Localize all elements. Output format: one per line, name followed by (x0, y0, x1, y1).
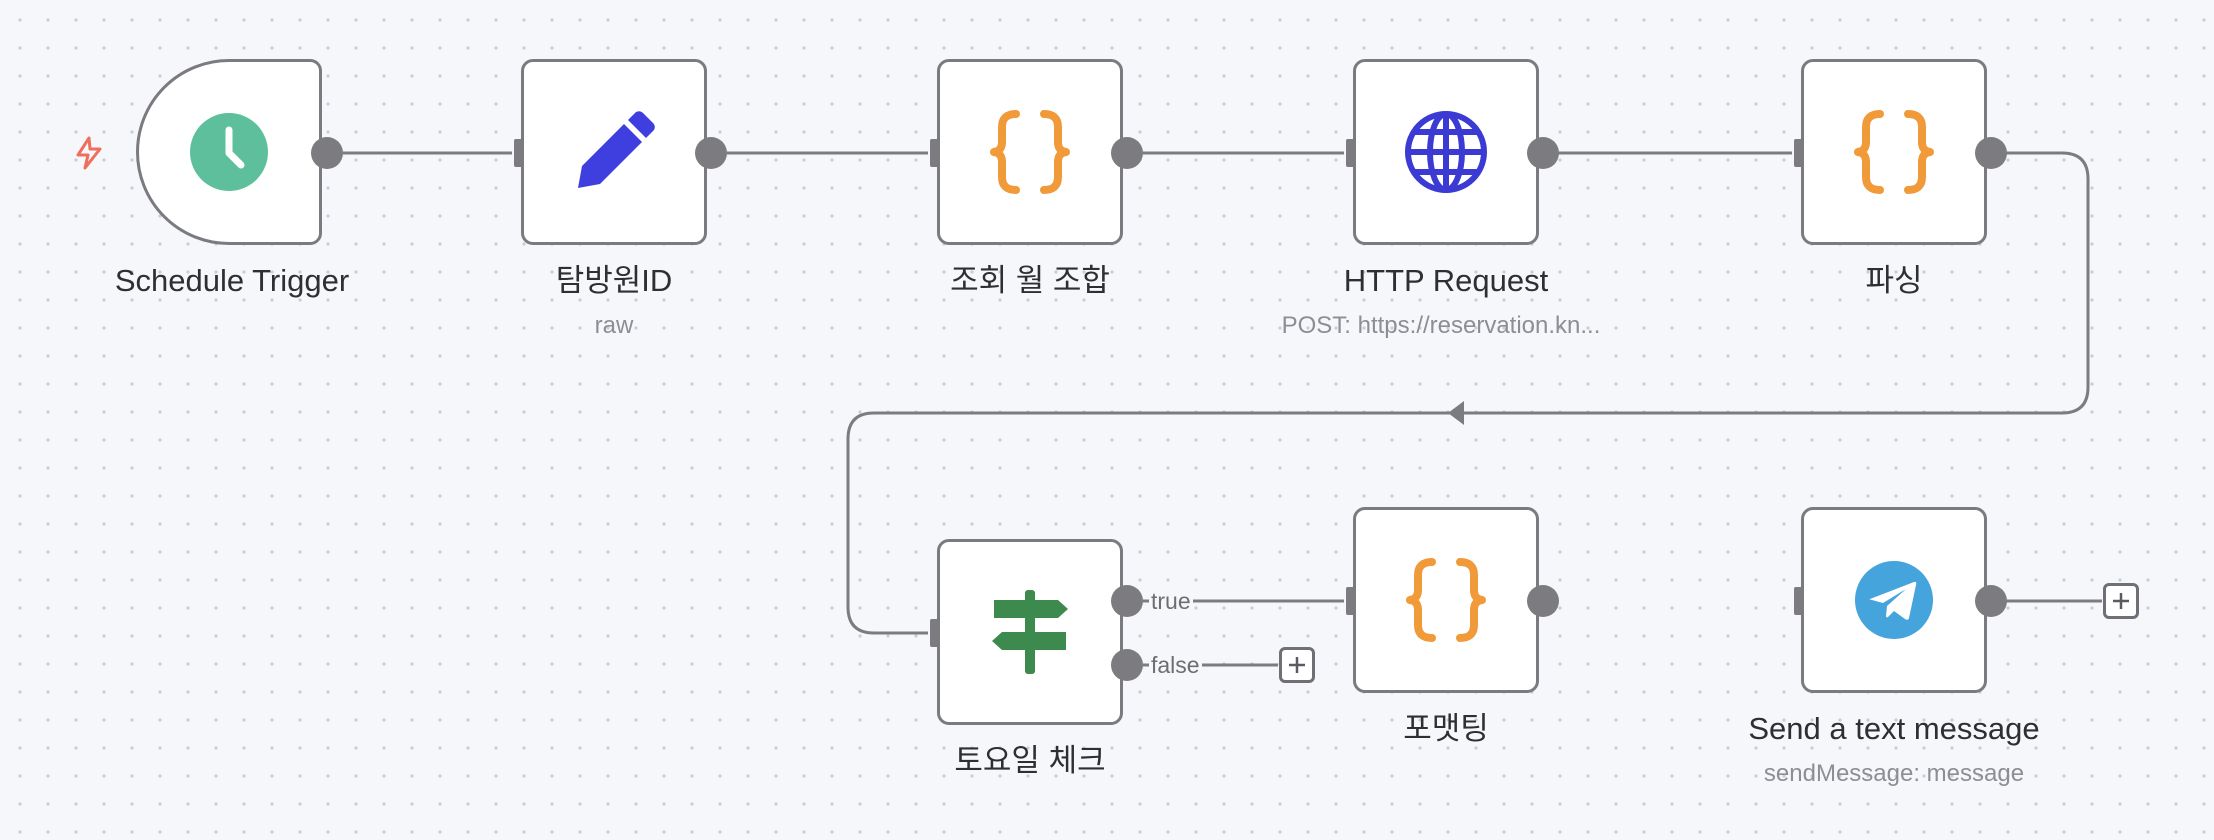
plus-icon (1289, 657, 1305, 673)
node-subtitle: POST: https://reservation.kn... (1281, 312, 1601, 339)
node-label: 탐방원ID (555, 263, 673, 298)
node-label: 파싱 (1865, 263, 1923, 298)
add-node-button[interactable] (2103, 583, 2139, 619)
edge-parse-to-saturday-check (846, 151, 2090, 635)
node-send-text-message[interactable] (1801, 507, 1987, 693)
signpost-icon (992, 590, 1068, 674)
node-parse[interactable] (1801, 59, 1987, 245)
node-format[interactable] (1353, 507, 1539, 693)
output-handle[interactable] (1527, 137, 1559, 169)
node-subtitle: sendMessage: message (1763, 760, 2025, 787)
telegram-icon (1855, 561, 1933, 639)
node-saturday-check[interactable] (937, 539, 1123, 725)
clock-icon (190, 113, 268, 191)
branch-label-true: true (1149, 587, 1193, 615)
output-handle[interactable] (1111, 137, 1143, 169)
node-http-request[interactable] (1353, 59, 1539, 245)
node-label: HTTP Request (1343, 263, 1549, 298)
code-braces-icon (990, 110, 1070, 194)
node-label: 토요일 체크 (954, 743, 1106, 778)
lightning-icon (76, 136, 102, 170)
add-node-button[interactable] (1279, 647, 1315, 683)
node-raw-id[interactable] (521, 59, 707, 245)
node-schedule-trigger[interactable] (136, 59, 322, 245)
output-handle-false[interactable] (1111, 649, 1143, 681)
output-handle[interactable] (1527, 585, 1559, 617)
node-label: 포맷팅 (1403, 711, 1489, 746)
output-handle[interactable] (1975, 137, 2007, 169)
code-braces-icon (1406, 558, 1486, 642)
output-handle[interactable] (311, 137, 343, 169)
plus-icon (2113, 593, 2129, 609)
node-subtitle: raw (594, 312, 634, 339)
branch-label-false: false (1149, 651, 1202, 679)
node-combine-month[interactable] (937, 59, 1123, 245)
node-label: 조회 월 조합 (950, 263, 1110, 298)
output-handle-true[interactable] (1111, 585, 1143, 617)
code-braces-icon (1854, 110, 1934, 194)
node-label: Send a text message (1748, 711, 2040, 746)
globe-icon (1405, 111, 1487, 193)
edge-direction-arrow (1448, 401, 1464, 425)
output-handle[interactable] (1975, 585, 2007, 617)
pencil-icon (578, 111, 655, 188)
output-handle[interactable] (695, 137, 727, 169)
node-label: Schedule Trigger (114, 263, 350, 298)
